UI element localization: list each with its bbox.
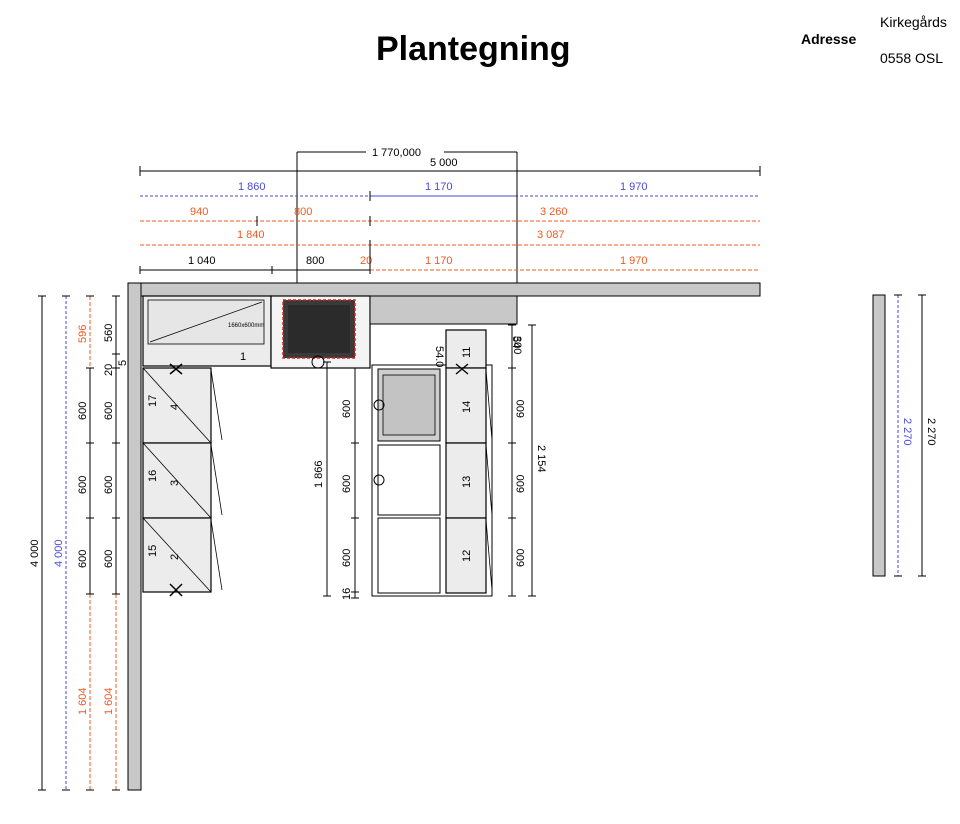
- address-label: Adresse: [801, 31, 857, 47]
- upper-cabinet: [369, 295, 518, 325]
- cabinet-14-label: 14: [461, 401, 473, 413]
- dim-blue-3: 1 970: [620, 181, 648, 193]
- left-cabinet-diagonals: [142, 367, 212, 593]
- dim-right-ticks: [508, 324, 536, 597]
- svg-text:16: 16: [341, 588, 353, 600]
- cabinet-4-label: 4: [169, 404, 181, 410]
- svg-text:300: 300: [511, 336, 523, 354]
- svg-text:54.0: 54.0: [433, 346, 445, 367]
- dim-orange2-2: 3 087: [537, 229, 565, 241]
- cabinet-13: [445, 442, 487, 519]
- right-dimensions: 600 600 600 54 2 154: [508, 324, 547, 597]
- dim-left-orange-top-label: 596: [77, 325, 89, 343]
- wall-far-right: [872, 294, 886, 577]
- wall-left: [127, 282, 142, 791]
- dim-black-2: 800: [306, 255, 324, 267]
- fridge-label: 1660x600mm: [228, 323, 264, 329]
- svg-text:600: 600: [103, 476, 115, 494]
- cabinet-12: [445, 517, 487, 594]
- dim-total-label: 5 000: [430, 157, 458, 169]
- cabinet-14: [445, 367, 487, 444]
- left-door-swings: [210, 369, 223, 591]
- dishwasher: [377, 444, 441, 516]
- page-title: Plantegning: [376, 30, 571, 68]
- svg-text:560: 560: [103, 324, 115, 342]
- dim-left-total-label: 4 000: [29, 539, 41, 567]
- top-dimensions: 1 770,000 5 000 1 860 1 170 1 970 940 80…: [139, 144, 761, 320]
- dim-far-right-black-label: 2 270: [925, 418, 937, 446]
- top-cabinets: 1660x600mm 1: [142, 295, 518, 369]
- dim-black-3: 20: [360, 255, 372, 267]
- svg-text:600: 600: [515, 549, 527, 567]
- dim-blue-1: 1 860: [238, 181, 266, 193]
- drawer-unit: [377, 517, 441, 594]
- address-line-1: Kirkegårds: [880, 14, 947, 30]
- cabinet-16-label: 16: [147, 470, 159, 482]
- svg-text:600: 600: [515, 475, 527, 493]
- svg-text:600: 600: [103, 402, 115, 420]
- right-door-swings: [485, 369, 493, 591]
- svg-text:600: 600: [515, 400, 527, 418]
- svg-text:600: 600: [77, 476, 89, 494]
- cabinet-15-label: 15: [147, 545, 159, 557]
- island-outline: [371, 364, 493, 597]
- dim-ticks: [139, 166, 761, 274]
- dim-orange1-3: 3 260: [540, 206, 568, 218]
- svg-text:5: 5: [117, 360, 129, 366]
- far-right-dimensions: 2 270 2 270: [894, 294, 937, 577]
- dim-left-blue-label: 4 000: [53, 539, 65, 567]
- island-cabinets: 11 14 13 12: [311, 329, 493, 597]
- wall-top: [127, 282, 761, 297]
- dim-left-orange-bottom-label: 1 604: [77, 687, 89, 715]
- dim-left-ticks: [38, 295, 120, 791]
- left-dimensions: 4 000 4 000 596 1 604 600 600 600 560 20…: [29, 295, 129, 791]
- dim-center-ticks: [323, 361, 359, 599]
- cabinet-17-label: 17: [147, 395, 159, 407]
- dim-center-total-label: 1 866: [313, 460, 325, 488]
- svg-text:600: 600: [341, 475, 353, 493]
- svg-text:600: 600: [341, 400, 353, 418]
- cabinet-3-label: 3: [169, 480, 181, 486]
- cross-markers: [169, 363, 183, 597]
- svg-text:600: 600: [341, 549, 353, 567]
- dim-far-right-ticks: [894, 294, 926, 577]
- cabinet-2-label: 2: [169, 554, 181, 560]
- dim-right-total-label: 2 154: [535, 445, 547, 473]
- dim-orange1-2: 800: [294, 206, 312, 218]
- svg-text:600: 600: [103, 550, 115, 568]
- cabinet-12-label: 12: [461, 550, 473, 562]
- svg-text:54: 54: [510, 336, 522, 348]
- center-dimensions: 1 866 600 600 600 16 54.0 300: [313, 336, 523, 600]
- dim-black-1: 1 040: [188, 255, 216, 267]
- cabinet-11-label: 11: [461, 347, 473, 358]
- svg-text:600: 600: [77, 402, 89, 420]
- dim-far-right-blue-label: 2 270: [901, 418, 913, 446]
- svg-text:1 604: 1 604: [103, 687, 115, 715]
- svg-text:600: 600: [77, 550, 89, 568]
- left-cabinets: 17 16 15 4 3 2: [142, 363, 223, 597]
- dim-orange2-1: 1 840: [237, 229, 265, 241]
- address-line-2: 0558 OSL: [880, 50, 944, 66]
- dim-orange1-1: 940: [190, 206, 208, 218]
- dim-blue-2: 1 170: [425, 181, 453, 193]
- cabinet-1-label: 1: [240, 351, 246, 363]
- dim-black-5: 1 970: [620, 255, 648, 267]
- dim-box-label: 1 770,000: [372, 147, 421, 159]
- svg-text:20: 20: [103, 364, 115, 376]
- cabinet-13-label: 13: [461, 476, 473, 488]
- dim-black-4: 1 170: [425, 255, 453, 267]
